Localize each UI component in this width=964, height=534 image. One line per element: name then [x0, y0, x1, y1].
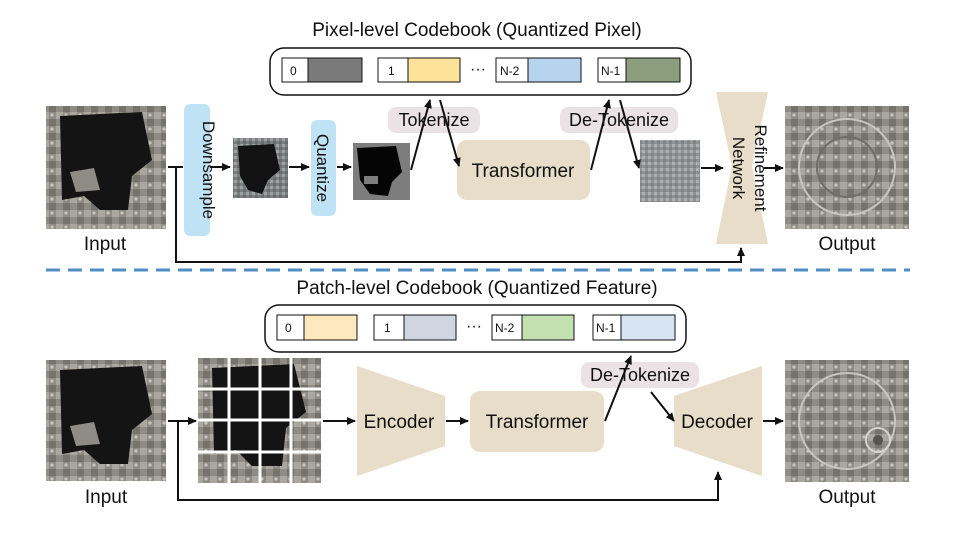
top-transformer-label: Transformer: [472, 161, 575, 182]
top-codebook-index: N-1: [601, 64, 621, 78]
top-coarse-image: [640, 140, 700, 202]
top-codebook-entry: N-1: [597, 57, 681, 83]
bottom-codebook-entry: N-1: [592, 314, 676, 341]
top-codebook-title: Pixel-level Codebook (Quantized Pixel): [312, 20, 642, 41]
network-label: Network: [729, 137, 748, 200]
top-codebook-entry: 0: [281, 57, 363, 83]
bottom-codebook-color: [303, 314, 358, 341]
bottom-transformer-label: Transformer: [486, 412, 589, 433]
top-output-image: [785, 106, 909, 229]
tokenize-box: [388, 107, 480, 133]
bottom-input-label: Input: [85, 487, 128, 508]
top-codebook-index: 1: [388, 64, 395, 78]
bottom-output-image: [785, 360, 909, 482]
top-codebook-index: 0: [290, 64, 297, 78]
bottom-codebook-frame: [264, 304, 687, 353]
top-codebook-ellipsis: ···: [470, 61, 486, 78]
bottom-codebook-index: 0: [285, 321, 292, 335]
decoder-block: [674, 366, 762, 476]
top-transformer-box: [457, 140, 590, 200]
refinement-network-block: [716, 92, 768, 244]
top-codebook-color: [625, 57, 681, 83]
refinement-label: Refinement: [751, 125, 770, 212]
top-downsampled-image: [233, 138, 288, 198]
bottom-input-image: [46, 360, 166, 481]
top-output-label: Output: [818, 234, 876, 255]
top-input-image: [46, 106, 166, 229]
top-detokenize-box: [560, 107, 678, 133]
bottom-arrows: [168, 355, 784, 501]
bottom-codebook-index: 1: [384, 321, 391, 335]
quantize-label: Quantize: [313, 134, 332, 202]
top-codebook-color: [407, 57, 461, 83]
downsample-label: Downsample: [199, 121, 218, 219]
encoder-label: Encoder: [364, 412, 435, 433]
downsample-pill: [184, 104, 210, 236]
bottom-codebook-color: [620, 314, 676, 341]
top-detokenize-label: De-Tokenize: [569, 110, 669, 130]
bottom-transformer-box: [470, 391, 604, 452]
bottom-codebook-entry: 1: [373, 314, 457, 341]
top-codebook-color: [527, 57, 582, 83]
top-codebook-frame: [269, 47, 692, 96]
top-quantized-image: [353, 143, 410, 200]
bottom-codebook-index: N-1: [596, 321, 616, 335]
bottom-codebook-index: N-2: [495, 321, 515, 335]
top-codebook-entry: N-2: [495, 57, 582, 83]
quantize-pill: [311, 120, 336, 216]
bottom-output-label: Output: [818, 487, 876, 508]
bottom-codebook-entry: N-2: [491, 314, 575, 341]
bottom-patched-image: [198, 358, 321, 483]
encoder-block: [357, 366, 445, 476]
bottom-codebook-color: [403, 314, 457, 341]
top-codebook-color: [307, 57, 363, 83]
top-input-label: Input: [84, 234, 127, 255]
bottom-codebook-ellipsis: ···: [466, 318, 482, 335]
tokenize-label: Tokenize: [398, 110, 469, 130]
top-arrows: [168, 99, 784, 263]
top-codebook-index: N-2: [500, 64, 520, 78]
bottom-codebook-entry: 0: [276, 314, 358, 341]
top-codebook-entry: 1: [377, 57, 461, 83]
bottom-detokenize-box: [581, 362, 699, 388]
decoder-label: Decoder: [681, 412, 753, 433]
bottom-codebook-color: [521, 314, 575, 341]
bottom-codebook-title: Patch-level Codebook (Quantized Feature): [296, 278, 657, 299]
bottom-detokenize-label: De-Tokenize: [590, 365, 690, 385]
